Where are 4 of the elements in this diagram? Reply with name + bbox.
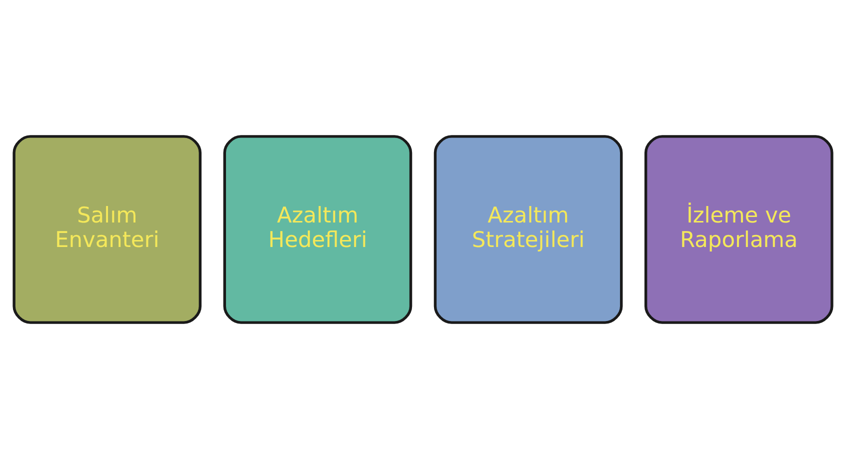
node-box: Azaltım Stratejileri [434,134,623,324]
node-box: İzleme ve Raporlama [644,134,834,324]
node-box: Salım Envanteri [12,134,202,324]
node-box: Azaltım Hedefleri [223,134,412,324]
